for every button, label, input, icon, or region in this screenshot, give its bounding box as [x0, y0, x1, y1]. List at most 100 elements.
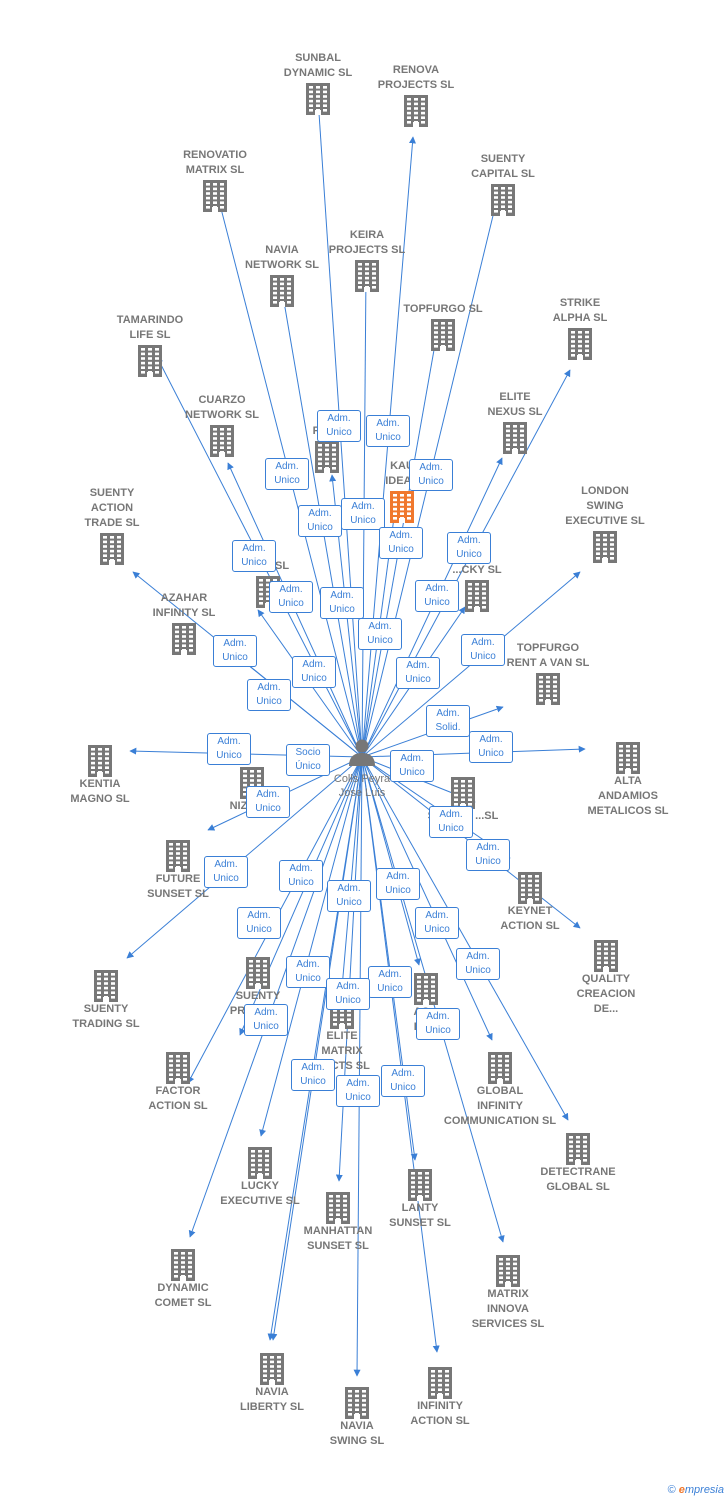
relationship-edge	[361, 136, 416, 758]
company-label: DYNAMIC COMET SL	[154, 1282, 212, 1309]
company-node[interactable]: STRIKE ALPHA SL	[515, 296, 645, 360]
building-icon	[488, 1052, 512, 1084]
relation-label[interactable]: Adm. Unico	[237, 907, 281, 939]
building-icon	[326, 1192, 350, 1224]
company-node[interactable]: NAVIA NETWORK SL	[217, 243, 347, 307]
building-icon	[172, 623, 196, 655]
relation-label[interactable]: Adm. Unico	[379, 527, 423, 559]
relation-label[interactable]: Adm. Unico	[396, 657, 440, 689]
company-label: MANHATTAN SUNSET SL	[303, 1225, 373, 1252]
company-node[interactable]: FACTOR ACTION SL	[113, 1050, 243, 1114]
relation-label[interactable]: Adm. Unico	[286, 956, 330, 988]
relation-label[interactable]: Adm. Solid.	[426, 705, 470, 737]
company-node[interactable]: SUNBAL DYNAMIC SL	[253, 51, 383, 115]
relation-label[interactable]: Adm. Unico	[292, 656, 336, 688]
relation-label[interactable]: Adm. Unico	[358, 618, 402, 650]
relation-label[interactable]: Adm. Unico	[204, 856, 248, 888]
company-node[interactable]: MANHATTAN SUNSET SL	[273, 1190, 403, 1254]
company-label: SUENTY ACTION TRADE SL	[84, 487, 140, 529]
relation-label[interactable]: Adm. Unico	[326, 978, 370, 1010]
relation-label[interactable]: Adm. Unico	[469, 731, 513, 763]
relation-label[interactable]: Adm. Unico	[232, 540, 276, 572]
company-node[interactable]: LONDON SWING EXECUTIVE SL	[540, 484, 670, 563]
company-node[interactable]: ELITE NEXUS SL	[450, 390, 580, 454]
relation-label[interactable]: Adm. Unico	[269, 581, 313, 613]
relation-label[interactable]: Adm. Unico	[409, 459, 453, 491]
company-node[interactable]: SUENTY CAPITAL SL	[438, 152, 568, 216]
company-node[interactable]: TAMARINDO LIFE SL	[85, 313, 215, 377]
company-node[interactable]: SUENTY ACTION TRADE SL	[47, 486, 177, 565]
company-node[interactable]: TOPFURGO SL	[378, 302, 508, 351]
relation-label[interactable]: Adm. Unico	[447, 532, 491, 564]
relation-label[interactable]: Adm. Unico	[466, 839, 510, 871]
building-icon	[355, 260, 379, 292]
relation-label[interactable]: Adm. Unico	[415, 907, 459, 939]
company-node[interactable]: RENOVA PROJECTS SL	[351, 63, 481, 127]
building-icon	[568, 328, 592, 360]
company-node[interactable]: ...CKY SL	[412, 563, 542, 612]
company-node[interactable]: GLOBAL INFINITY COMMUNICATION SL	[435, 1050, 565, 1129]
company-node[interactable]: ALTA ANDAMIOS METALICOS SL	[563, 740, 693, 819]
building-icon	[210, 425, 234, 457]
relation-label[interactable]: Adm. Unico	[415, 580, 459, 612]
relation-label[interactable]: Adm. Unico	[320, 587, 364, 619]
relation-label[interactable]: Adm. Unico	[265, 458, 309, 490]
company-label: KEIRA PROJECTS SL	[328, 229, 406, 256]
relation-label[interactable]: Adm. Unico	[429, 806, 473, 838]
relation-label[interactable]: Adm. Unico	[456, 948, 500, 980]
company-label: RENOVATIO MATRIX SL	[183, 149, 247, 176]
company-node[interactable]: LUCKY EXECUTIVE SL	[195, 1145, 325, 1209]
company-node[interactable]: QUALITY CREACION DE...	[541, 938, 671, 1017]
relation-label[interactable]: Adm. Unico	[381, 1065, 425, 1097]
building-icon	[390, 491, 414, 523]
company-node[interactable]: RENOVATIO MATRIX SL	[150, 148, 280, 212]
relation-label[interactable]: Adm. Unico	[317, 410, 361, 442]
relation-label[interactable]: Adm. Unico	[416, 1008, 460, 1040]
center-person[interactable]: Colls Peyra Jose Luis	[307, 737, 417, 800]
relation-label[interactable]: Adm. Unico	[368, 966, 412, 998]
company-node[interactable]: NAVIA SWING SL	[292, 1385, 422, 1449]
relation-label[interactable]: Adm. Unico	[298, 505, 342, 537]
center-person-label: Colls Peyra Jose Luis	[333, 773, 391, 799]
relationship-edge	[353, 756, 363, 1377]
company-node[interactable]: FUTURE SUNSET SL	[113, 838, 243, 902]
building-icon	[88, 745, 112, 777]
relation-label[interactable]: Adm. Unico	[244, 1004, 288, 1036]
relation-label[interactable]: Adm. Unico	[336, 1075, 380, 1107]
building-icon	[248, 1147, 272, 1179]
relation-label[interactable]: Adm. Unico	[246, 786, 290, 818]
company-node[interactable]: KEIRA PROJECTS SL	[302, 228, 432, 292]
relation-label[interactable]: Adm. Unico	[327, 880, 371, 912]
relation-label[interactable]: Adm. Unico	[247, 679, 291, 711]
relationship-edge	[259, 756, 363, 1137]
building-icon	[428, 1367, 452, 1399]
relation-label[interactable]: Socio Único	[286, 744, 330, 776]
company-node[interactable]: NAVIA LIBERTY SL	[207, 1351, 337, 1415]
company-node[interactable]: CUARZO NETWORK SL	[157, 393, 287, 457]
company-label: NAVIA SWING SL	[329, 1420, 385, 1447]
relation-label[interactable]: Adm. Unico	[376, 868, 420, 900]
company-node[interactable]: TOPFURGO RENT A VAN SL	[483, 641, 613, 705]
relation-label[interactable]: Adm. Unico	[213, 635, 257, 667]
company-node[interactable]: KAU IDEAS	[337, 459, 467, 523]
relation-label[interactable]: Adm. Unico	[390, 750, 434, 782]
company-label: GLOBAL INFINITY COMMUNICATION SL	[443, 1085, 557, 1127]
company-node[interactable]: SUENTY TRADING SL	[41, 968, 171, 1032]
company-node[interactable]: DETECTRANE GLOBAL SL	[513, 1131, 643, 1195]
relation-label[interactable]: Adm. Unico	[291, 1059, 335, 1091]
relation-label[interactable]: Adm. Unico	[366, 415, 410, 447]
company-node[interactable]: AZAHAR INFINITY SL	[119, 591, 249, 655]
company-node[interactable]: DYNAMIC COMET SL	[118, 1247, 248, 1311]
building-icon	[431, 319, 455, 351]
company-node[interactable]: KEYNET ACTION SL	[465, 870, 595, 934]
brand-logo: ©empresia	[668, 1484, 724, 1496]
company-node[interactable]: LANTY SUNSET SL	[355, 1167, 485, 1231]
relation-label[interactable]: Adm. Unico	[461, 634, 505, 666]
company-node[interactable]: KENTIA MAGNO SL	[35, 743, 165, 807]
relationship-edge	[361, 756, 440, 1353]
company-node[interactable]: MATRIX INNOVA SERVICES SL	[443, 1253, 573, 1332]
relation-label[interactable]: Adm. Unico	[341, 498, 385, 530]
relation-label[interactable]: Adm. Unico	[207, 733, 251, 765]
relation-label[interactable]: Adm. Unico	[279, 860, 323, 892]
company-node[interactable]: INFINITY ACTION SL	[375, 1365, 505, 1429]
